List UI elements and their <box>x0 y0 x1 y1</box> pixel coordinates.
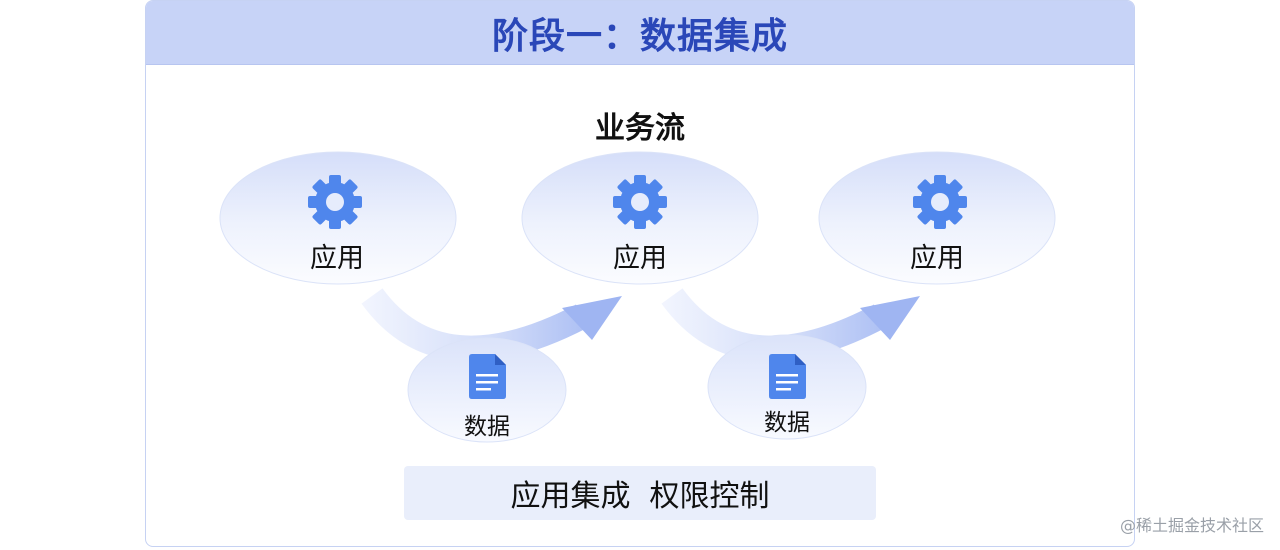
document-icon <box>469 354 506 399</box>
gear-icon <box>613 175 667 229</box>
integration-control-box: 应用集成 权限控制 <box>404 466 876 520</box>
document-icon <box>769 354 806 399</box>
watermark: @稀土掘金技术社区 <box>1119 516 1264 535</box>
gear-icon <box>913 175 967 229</box>
integration-control-text: 应用集成 权限控制 <box>510 479 770 514</box>
data-label-2: 数据 <box>764 410 810 436</box>
app-label-2: 应用 <box>613 243 667 274</box>
data-label-1: 数据 <box>464 414 510 440</box>
gear-icon <box>308 175 362 229</box>
panel-title: 阶段一：数据集成 <box>491 15 788 57</box>
business-flow-label: 业务流 <box>595 111 685 146</box>
panel-header: 阶段一：数据集成 <box>146 1 1134 65</box>
app-label-3: 应用 <box>910 243 964 274</box>
app-label-1: 应用 <box>310 243 364 274</box>
